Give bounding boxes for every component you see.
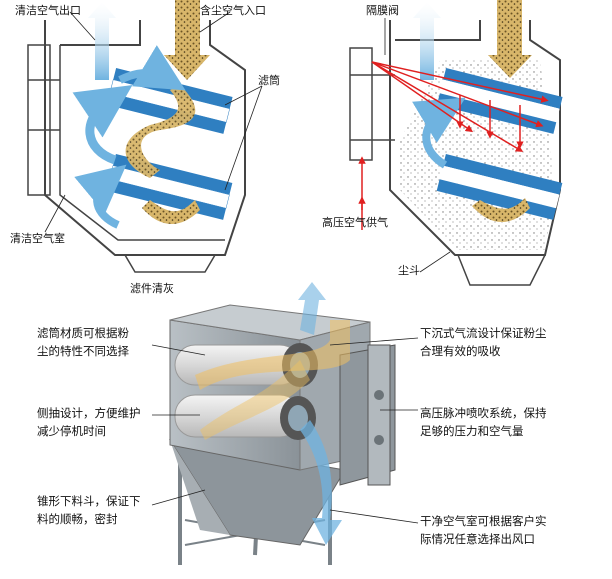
feature-line: 高压脉冲喷吹系统，保持 (420, 406, 547, 420)
right-upper-filter (436, 68, 563, 134)
left-dust-flow (125, 85, 196, 178)
feature-note-pulse-jet: 高压脉冲喷吹系统，保持 足够的压力和空气量 (420, 404, 547, 440)
left-housing-outline (44, 20, 246, 256)
left-hopper (124, 254, 216, 273)
left-lower-filter (106, 153, 233, 220)
dust-airflow-overlay (195, 320, 350, 390)
feature-line: 滤筒材质可根据粉 (37, 326, 129, 340)
feature-note-clean-air-outlet: 干净空气室可根据客户实 际情况任意选择出风口 (420, 512, 547, 548)
feature-note-cartridge-material: 滤筒材质可根据粉 尘的特性不同选择 (37, 324, 129, 360)
label-clean-air-chamber: 清洁空气室 (10, 232, 65, 245)
feature-note-conical-hopper: 锥形下料斗，保证下 料的顺畅，密封 (37, 492, 141, 528)
feature-leaders (151, 337, 419, 524)
feature-note-downflow-design: 下沉式气流设计保证粉尘 合理有效的吸收 (420, 324, 547, 360)
label-filter-cartridge: 滤筒 (258, 74, 280, 87)
feature-line: 足够的压力和空气量 (420, 424, 524, 438)
label-clean-air-outlet: 清洁空气出口 (15, 4, 81, 17)
dust-collector-3d (151, 282, 419, 565)
feature-line: 锥形下料斗，保证下 (37, 494, 141, 508)
feature-line: 减少停机时间 (37, 424, 106, 438)
right-hopper (457, 254, 546, 286)
label-dust-hopper: 尘斗 (398, 264, 420, 277)
right-valve-pipe (349, 47, 373, 161)
label-dusty-air-inlet: 含尘空气入口 (200, 4, 266, 17)
label-filter-cleaning: 滤件清灰 (130, 282, 174, 295)
right-clean-air-outlet-arrow (413, 2, 441, 80)
pulse-valve-manifold (367, 344, 391, 486)
feature-line: 尘的特性不同选择 (37, 344, 129, 358)
feature-line: 料的顺畅，密封 (37, 512, 118, 526)
feature-line: 下沉式气流设计保证粉尘 (420, 326, 547, 340)
left-schematic (27, 0, 263, 273)
feature-line: 干净空气室可根据客户实 (420, 514, 547, 528)
left-clean-air-swirl (72, 85, 133, 165)
feature-line: 际情况任意选择出风口 (420, 532, 535, 546)
clean-airflow-overlay (300, 420, 342, 545)
filter-cartridge-lower (174, 394, 316, 440)
feature-note-side-extraction: 侧抽设计，方便维护 减少停机时间 (37, 404, 141, 440)
feature-line: 侧抽设计，方便维护 (37, 406, 141, 420)
right-dusty-inlet-arrow (488, 0, 532, 78)
left-side-panel (27, 44, 51, 196)
left-clean-air-outlet-arrow (88, 2, 116, 80)
label-high-pressure-air: 高压空气供气 (322, 216, 388, 229)
right-schematic (349, 0, 563, 286)
right-pulse-jets (358, 61, 549, 230)
feature-line: 合理有效的吸收 (420, 344, 501, 358)
label-diaphragm-valve: 隔膜阀 (366, 4, 399, 17)
